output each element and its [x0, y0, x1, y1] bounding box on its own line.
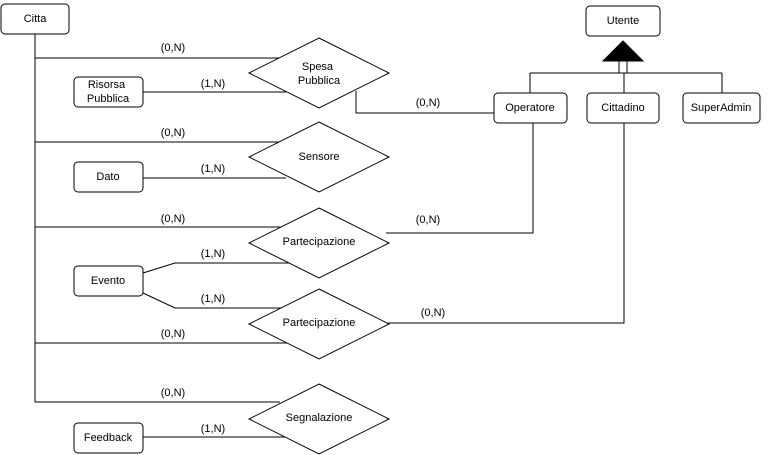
- cardinality-evento-part1: (1,N): [201, 248, 225, 260]
- entity-citta[interactable]: Citta: [0, 3, 70, 35]
- cardinality-feedback-segn: (1,N): [201, 423, 225, 435]
- relationship-sensore-label: Sensore: [299, 151, 340, 163]
- operatore-part1-line: [386, 123, 534, 234]
- cardinality-dato-sensore: (1,N): [201, 163, 225, 175]
- svg-text:Risorsa Pubblica: Risorsa Pubblica: [87, 79, 130, 105]
- entity-dato[interactable]: Dato: [73, 161, 144, 193]
- evento-part2-line: [142, 292, 289, 309]
- entity-feedback[interactable]: Feedback: [73, 422, 144, 454]
- cardinality-citta-part1: (0,N): [161, 213, 185, 225]
- relationship-segnalazione[interactable]: Segnalazione: [247, 383, 391, 455]
- cardinality-operatore-spesa: (0,N): [416, 97, 440, 109]
- cardinality-citta-spesa: (0,N): [161, 42, 185, 54]
- cardinality-risorsa-spesa: (1,N): [201, 78, 225, 90]
- entity-evento[interactable]: Evento: [73, 265, 144, 297]
- entity-dato-label: Dato: [96, 171, 119, 183]
- edges: [34, 34, 723, 438]
- cardinality-evento-part2: (1,N): [201, 293, 225, 305]
- cardinality-cittadino-part2: (0,N): [421, 307, 445, 319]
- entity-operatore[interactable]: Operatore: [493, 92, 568, 124]
- relationship-partecipazione-2[interactable]: Partecipazione: [247, 288, 391, 360]
- entity-operatore-label: Operatore: [505, 102, 555, 114]
- cardinality-citta-part2: (0,N): [161, 328, 185, 340]
- relationship-segnalazione-label: Segnalazione: [286, 412, 353, 424]
- entity-evento-label: Evento: [91, 275, 125, 287]
- entity-cittadino[interactable]: Cittadino: [586, 92, 660, 124]
- relationship-spesa-pubblica[interactable]: Spesa Pubblica: [247, 37, 391, 109]
- entity-feedback-label: Feedback: [84, 432, 133, 444]
- entity-utente-label: Utente: [607, 15, 639, 27]
- entity-risorsa-label-line1: Risorsa: [88, 79, 126, 91]
- entity-superadmin[interactable]: SuperAdmin: [682, 92, 761, 124]
- entity-utente[interactable]: Utente: [585, 5, 661, 37]
- cardinality-citta-sensore: (0,N): [161, 127, 185, 139]
- spesa-operatore-line: [355, 91, 494, 114]
- relationship-partecipazione-1[interactable]: Partecipazione: [247, 207, 391, 279]
- entity-risorsa-label-line2: Pubblica: [87, 93, 130, 105]
- relationship-spesa-label-line1: Spesa: [302, 61, 334, 73]
- entity-risorsa-pubblica[interactable]: Risorsa Pubblica: [73, 76, 144, 108]
- isa-arrowhead: [601, 40, 645, 62]
- relationship-partecipazione-1-label: Partecipazione: [283, 236, 356, 248]
- entity-citta-label: Citta: [24, 13, 48, 25]
- relationship-spesa-label-line2: Pubblica: [298, 75, 341, 87]
- cardinality-labels: (0,N) (1,N) (0,N) (0,N) (1,N) (0,N) (0,N…: [161, 42, 445, 435]
- svg-text:Spesa Pubblica: Spesa Pubblica: [298, 61, 341, 87]
- cardinality-operatore-part1: (0,N): [416, 214, 440, 226]
- entity-superadmin-label: SuperAdmin: [691, 102, 752, 114]
- citta-trunk-line: [34, 34, 280, 403]
- cittadino-part2-line: [388, 123, 625, 324]
- relationship-partecipazione-2-label: Partecipazione: [283, 317, 356, 329]
- evento-part1-line: [142, 262, 289, 274]
- relationship-sensore[interactable]: Sensore: [247, 121, 391, 193]
- entity-cittadino-label: Cittadino: [601, 102, 644, 114]
- cardinality-citta-segn: (0,N): [161, 387, 185, 399]
